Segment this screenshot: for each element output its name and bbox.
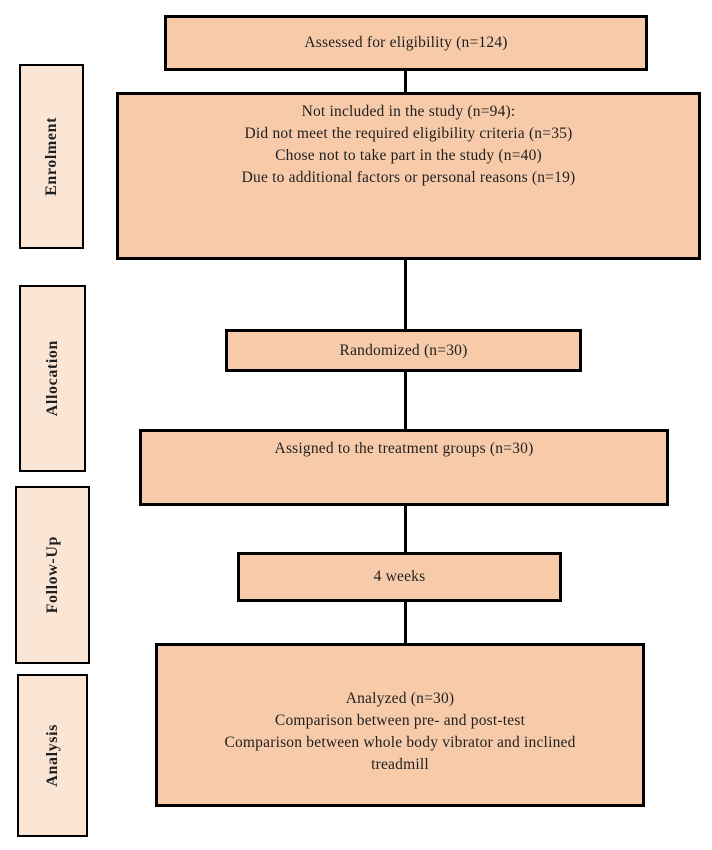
box-text-line: Assigned to the treatment groups (n=30) [274, 440, 534, 457]
box-text-line: Not included in the study (n=94): [301, 103, 516, 120]
stage-box-allocation: Allocation [19, 285, 86, 472]
stage-box-enrolment: Enrolment [19, 64, 84, 249]
box-text-line: Randomized (n=30) [339, 341, 468, 359]
stage-label-allocation: Allocation [43, 340, 61, 417]
flow-box-not-included: Not included in the study (n=94): Did no… [116, 92, 701, 260]
flow-box-randomized: Randomized (n=30) [225, 329, 582, 372]
connector-line [404, 44, 407, 725]
box-text-line: Chose not to take part in the study (n=4… [275, 147, 542, 164]
box-text-line: Did not meet the required eligibility cr… [244, 125, 573, 142]
stage-box-follow-up: Follow-Up [15, 486, 90, 664]
box-text-line: Assessed for eligibility (n=124) [304, 34, 508, 51]
box-text-line: Analyzed (n=30) [345, 690, 455, 707]
box-text-line: 4 weeks [373, 568, 426, 585]
flow-box-assessed-for-eligibility: Assessed for eligibility (n=124) [164, 15, 648, 71]
flow-box-analyzed: Analyzed (n=30) Comparison between pre- … [155, 643, 645, 807]
stage-label-enrolment: Enrolment [42, 117, 60, 196]
box-text-line: Comparison between whole body vibrator a… [224, 734, 576, 751]
box-text-line: Comparison between pre- and post-test [274, 712, 526, 729]
box-text-line: Due to additional factors or personal re… [241, 169, 576, 186]
box-text-line: treadmill [371, 756, 429, 773]
stage-label-analysis: Analysis [43, 724, 61, 787]
flow-box-follow-up-duration: 4 weeks [237, 552, 562, 602]
flow-box-assigned-treatment-groups: Assigned to the treatment groups (n=30) [139, 429, 669, 506]
stage-label-follow-up: Follow-Up [43, 536, 61, 614]
stage-box-analysis: Analysis [17, 674, 88, 837]
